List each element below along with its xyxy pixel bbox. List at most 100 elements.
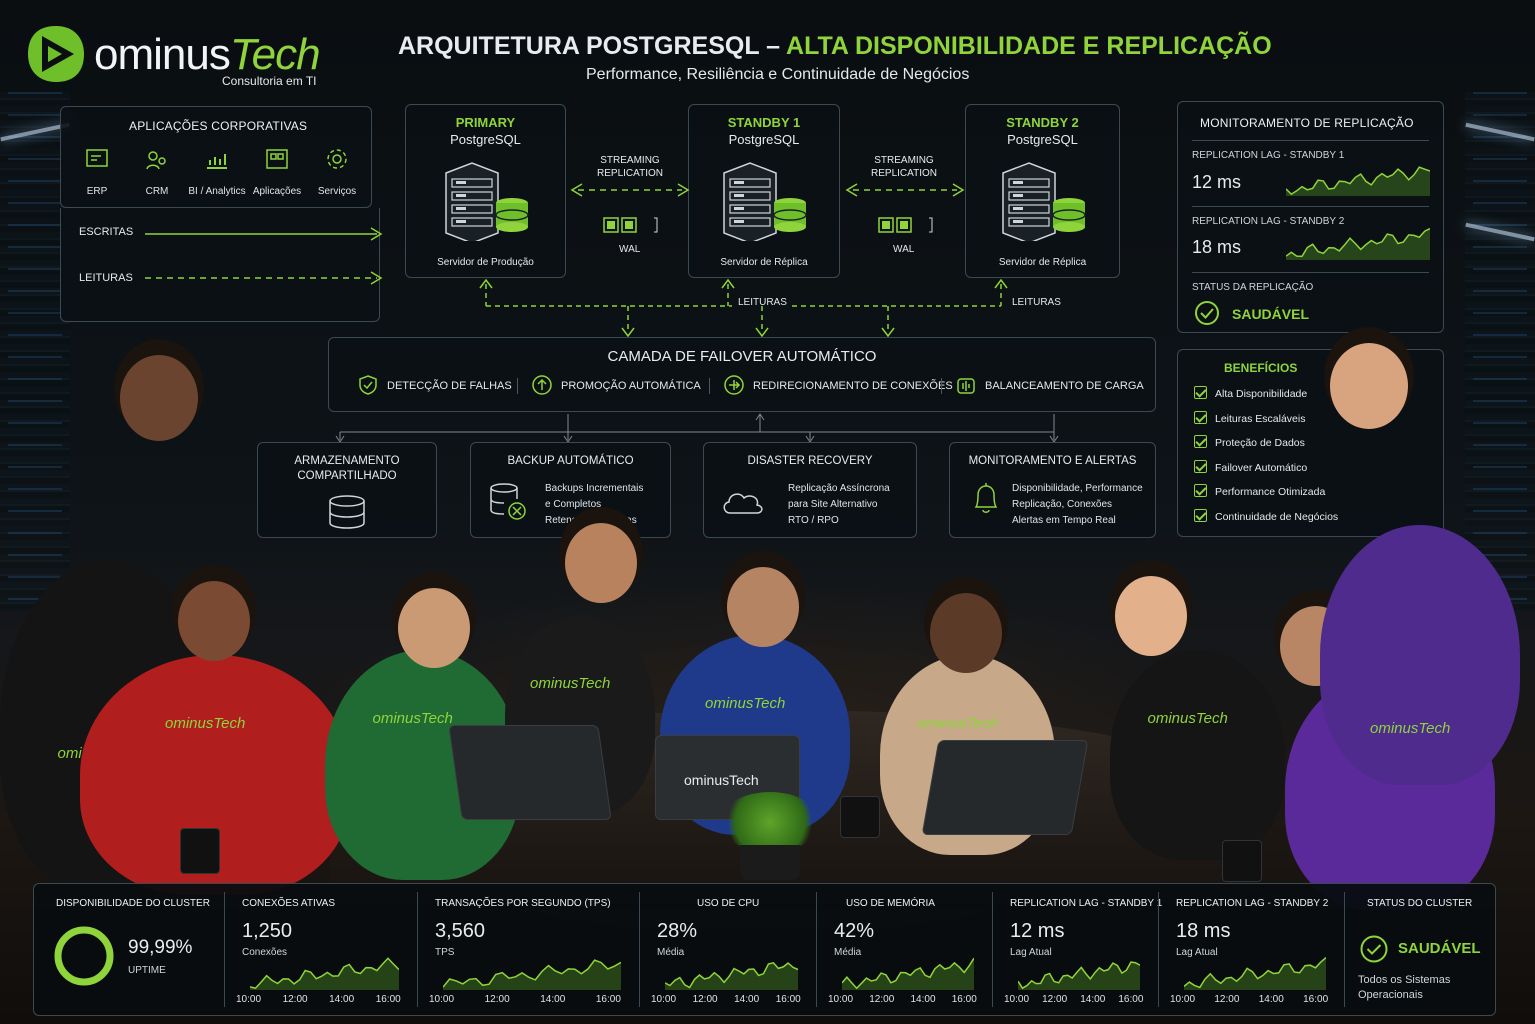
service-title: MONITORAMENTO E ALERTAS [968,455,1137,467]
stat-mem-unit: Média [834,947,862,958]
stat-cpu-value: 28% [657,920,698,942]
app-label: Serviços [317,186,357,197]
apps-header: APLICAÇÕES CORPORATIVAS [129,119,308,133]
time-tick: 14:00 [540,994,566,1005]
time-tick: 14:00 [329,994,355,1005]
cluster-status-line2: Operacionais [1358,989,1423,1001]
stat-mem-value: 42% [834,920,875,942]
checkbox-icon [1194,509,1207,522]
server-rack [0,92,70,612]
redirect-icon [724,375,744,395]
laptop-logo: ominusTech [684,772,759,788]
replication-status-label: STATUS DA REPLICAÇÃO [1192,282,1314,293]
flows-panel: ESCRITAS LEITURAS [60,208,383,322]
app-label: CRM [145,186,169,197]
service-line: Replicação Assíncrona [788,483,890,494]
reads-label-standby1: LEITURAS [738,297,787,308]
mug [840,796,880,838]
lag2-label: REPLICATION LAG - STANDBY 2 [1192,216,1345,227]
shirt-logo-text: ominusTech [530,675,611,692]
app-label: BI / Analytics [188,186,246,197]
app-item-aplica-es: Aplicações [245,147,309,197]
benefit-item: Alta Disponibilidade [1194,386,1307,400]
flow-arrows [145,227,383,285]
stat-tps-sparkline [443,959,621,990]
server-name: PostgreSQL [728,132,800,147]
laptop-logo-text: ominusTech [684,772,759,788]
stat-lag1-unit: Lag Atual [1010,947,1052,958]
checkbox-icon [1194,386,1207,399]
team-member-head [1115,576,1187,656]
team-member-head [120,355,198,441]
service-line: para Site Alternativo [788,499,878,510]
database-icon [329,495,365,529]
team-member-head [1330,343,1408,429]
shirt-logo: ominusTech [373,710,483,727]
server-name: PostgreSQL [1007,132,1078,147]
replication-monitor-panel: MONITORAMENTO DE REPLICAÇÃO REPLICATION … [1177,101,1444,333]
database-server-icon [1001,162,1086,241]
service-panel: DISASTER RECOVERY Replicação Assíncrona pa… [703,442,917,538]
server-role: PRIMARY [455,115,516,130]
benefit-item: Continuidade de Negócios [1194,509,1338,523]
lag1-label: REPLICATION LAG - STANDBY 1 [1192,150,1345,161]
monitor-header: MONITORAMENTO DE REPLICAÇÃO [1200,116,1414,130]
sparkline-area [1286,228,1430,260]
server-desc: Servidor de Produção [437,257,534,268]
time-tick: 10:00 [651,994,677,1005]
stat-connections-value: 1,250 [242,920,293,942]
service-line: RTO / RPO [788,515,839,526]
stat-tps-label: TRANSAÇÕES POR SEGUNDO (TPS) [435,898,611,909]
sparkline-line [250,957,399,990]
mug [180,828,220,874]
database-server-icon [723,162,807,241]
time-tick: 14:00 [734,994,760,1005]
apps-panel: APLICAÇÕES CORPORATIVAS ERP CRM BI / Analy… [60,106,372,208]
benefit-label: Leituras Escaláveis [1215,412,1306,425]
lag2-value: 18 ms [1192,237,1242,257]
benefit-label: Continuidade de Negócios [1215,511,1339,523]
time-tick: 12:00 [692,994,718,1005]
app-item-servi-os: Serviços [305,147,369,197]
reads-connectors [479,278,1008,338]
sparkline-line [842,957,974,990]
shirt-logo: ominusTech [1370,720,1480,737]
service-title: DISASTER RECOVERY [747,455,873,467]
time-tick: 14:00 [1080,994,1106,1005]
shirt-logo: ominusTech [705,695,815,712]
server-desc: Servidor de Réplica [720,257,808,268]
writes-label: ESCRITAS [79,226,134,238]
benefit-item: Proteção de Dados [1194,435,1305,449]
failover-panel: CAMADA DE FAILOVER AUTOMÁTICO DETECÇÃO D… [328,337,1156,412]
cluster-status-value: SAUDÁVEL [1398,940,1481,957]
team-member-head [727,567,799,647]
shirt-logo: ominusTech [918,715,1028,732]
failover-header: CAMADA DE FAILOVER AUTOMÁTICO [607,348,877,365]
failover-item-label: DETECÇÃO DE FALHAS [387,380,512,392]
shirt-logo-text: ominusTech [1147,710,1228,727]
app-label: ERP [86,186,108,197]
replication-arrow-1 [570,183,690,233]
service-title-2: COMPARTILHADO [297,470,397,482]
logo-icon [28,26,84,82]
time-tick: 10:00 [236,994,262,1005]
failover-connectors [335,413,1059,443]
service-line: Replicação, Conexões [1012,499,1113,510]
team-member: ominusTech [1110,576,1285,860]
streaming-line2: REPLICATION [871,168,937,179]
lag1-value: 12 ms [1192,172,1242,192]
sparkline-line [665,961,798,989]
check-circle-icon [1195,301,1219,325]
sparkline-area [1286,167,1430,196]
failover-item-label: REDIRECIONAMENTO DE CONEXÕES [753,380,953,392]
stat-cpu-label: USO DE CPU [697,898,760,909]
time-tick: 10:00 [828,994,854,1005]
service-line: Backups Incrementais [545,483,644,494]
checkbox-icon [1194,435,1207,449]
shirt-logo: ominusTech [165,715,275,732]
cluster-status-line1: Todos os Sistemas [1358,974,1451,986]
